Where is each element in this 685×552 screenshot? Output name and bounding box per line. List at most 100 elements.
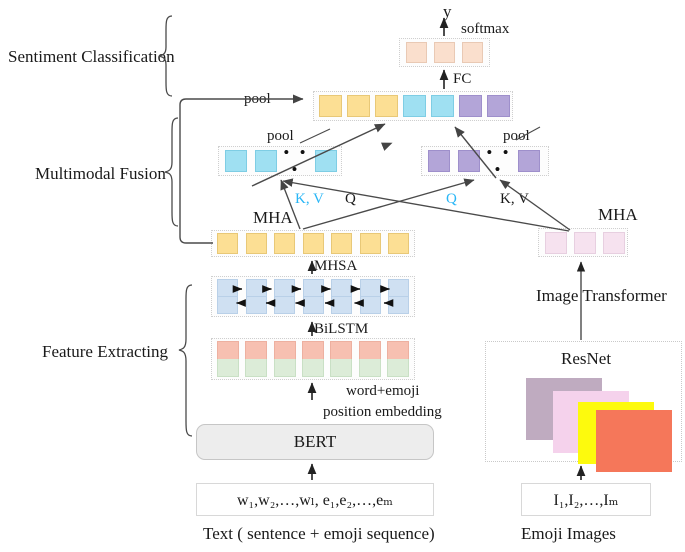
cross-attn-image-ellipsis: • • • xyxy=(486,143,512,179)
qkv-label-kv-image: K, V xyxy=(500,191,529,207)
fusion-concat-row xyxy=(313,91,513,121)
embedding-row xyxy=(211,338,415,380)
fusion-cell-text-pooled xyxy=(347,95,370,117)
bilstm-row xyxy=(211,276,415,317)
bilstm-forward-half xyxy=(332,280,351,296)
bilstm-label: BiLSTM xyxy=(314,321,369,337)
embedding-cell xyxy=(330,341,353,377)
position-embedding-part xyxy=(301,359,324,377)
bilstm-cell xyxy=(245,279,267,314)
word-embedding-part xyxy=(245,341,268,359)
qkv-label-q-text: Q xyxy=(345,191,356,207)
output-variable-y: y xyxy=(443,2,452,21)
bilstm-cell xyxy=(388,279,409,314)
qkv-label-kv-text: K, V xyxy=(295,191,324,207)
cross-attn-text-cell xyxy=(315,150,337,172)
position-embedding-part xyxy=(358,359,381,377)
embedding-label-line2: position embedding xyxy=(323,404,442,420)
pool-label-left: pool xyxy=(267,128,294,144)
embedding-cell xyxy=(273,341,296,377)
logit-cell xyxy=(462,42,483,63)
position-embedding-part xyxy=(245,359,268,377)
pool-label-text: pool xyxy=(244,91,271,107)
mhsa-cell xyxy=(359,233,381,254)
image-transformer-label: Image Transformer xyxy=(536,286,667,305)
mhsa-cell xyxy=(245,233,267,254)
embedding-cell xyxy=(245,341,268,377)
emoji-image-card-4 xyxy=(596,410,672,472)
bilstm-backward-half xyxy=(218,296,237,313)
text-input-box: w₁,w₂,…,wₗ, e₁,e₂,…,eₘ xyxy=(196,483,434,516)
bilstm-forward-half xyxy=(275,280,294,296)
image-mha-output-row xyxy=(538,228,628,257)
mha-label-right: MHA xyxy=(598,205,638,224)
position-embedding-part xyxy=(217,359,239,377)
embedding-cell xyxy=(217,341,239,377)
mhsa-cell xyxy=(274,233,295,254)
stage-label-feature-extracting: Feature Extracting xyxy=(42,342,169,361)
mhsa-cell xyxy=(388,233,409,254)
mhsa-label: MHSA xyxy=(314,258,358,274)
softmax-label: softmax xyxy=(461,21,510,37)
image-input-box: I₁,I₂,…,Iₘ xyxy=(521,483,651,516)
word-embedding-part xyxy=(301,341,324,359)
resnet-backbone: ResNet xyxy=(485,341,682,472)
stage-label-sentiment-classification: Sentiment Classification xyxy=(8,47,175,66)
embedding-cell xyxy=(301,341,324,377)
cross-attn-text-cell xyxy=(225,150,247,172)
mha-label-left: MHA xyxy=(253,208,293,227)
cross-attn-text-ellipsis: • • • xyxy=(283,143,309,179)
cross-attn-image-cell xyxy=(428,150,450,172)
text-input-caption: Text ( sentence + emoji sequence) xyxy=(203,524,435,543)
position-embedding-part xyxy=(330,359,353,377)
position-embedding-part xyxy=(386,359,409,377)
bilstm-backward-half xyxy=(389,296,408,313)
fusion-cell-image-attended-pooled xyxy=(487,95,510,117)
cross-attn-image-cell xyxy=(518,150,540,172)
bilstm-backward-half xyxy=(246,296,266,313)
bilstm-cell xyxy=(274,279,295,314)
embedding-label-line1: word+emoji xyxy=(346,383,420,399)
cross-attn-image-cell xyxy=(458,150,480,172)
text-input-tokens: w₁,w₂,…,wₗ, e₁,e₂,…,eₘ xyxy=(237,491,393,509)
image-mha-cell xyxy=(574,231,596,254)
cross-attn-text-cell xyxy=(255,150,277,172)
image-input-tokens: I₁,I₂,…,Iₘ xyxy=(553,491,619,509)
bert-label: BERT xyxy=(293,432,337,451)
logit-cell xyxy=(434,42,455,63)
fc-label: FC xyxy=(453,71,472,87)
image-mha-cell xyxy=(545,231,567,254)
bilstm-forward-half xyxy=(389,280,408,296)
fusion-cell-text-pooled xyxy=(319,95,342,117)
word-embedding-part xyxy=(217,341,239,359)
bilstm-cell xyxy=(359,279,381,314)
cross-attention-image-output: • • • xyxy=(421,143,549,179)
logit-cell xyxy=(406,42,427,63)
word-embedding-part xyxy=(386,341,409,359)
bilstm-cell xyxy=(217,279,238,314)
fusion-cell-text-attended-pooled xyxy=(403,95,426,117)
bilstm-backward-half xyxy=(303,296,323,313)
embedding-cell xyxy=(358,341,381,377)
image-mha-cell xyxy=(603,231,625,254)
word-embedding-part xyxy=(273,341,296,359)
bilstm-cell xyxy=(331,279,352,314)
bilstm-forward-half xyxy=(247,280,266,296)
qkv-label-q-image: Q xyxy=(446,191,457,207)
bilstm-forward-half xyxy=(304,280,323,296)
bilstm-forward-half xyxy=(218,280,237,296)
bert-encoder[interactable]: BERT xyxy=(196,424,434,460)
bilstm-backward-half xyxy=(275,296,294,313)
stage-label-multimodal-fusion: Multimodal Fusion xyxy=(35,164,166,183)
bilstm-cell xyxy=(302,279,324,314)
pool-label-right: pool xyxy=(503,128,530,144)
bilstm-backward-half xyxy=(360,296,380,313)
logits-strip xyxy=(399,38,490,67)
mhsa-output-row xyxy=(211,230,415,257)
position-embedding-part xyxy=(273,359,296,377)
cross-attention-text-output: • • • xyxy=(218,143,342,179)
word-embedding-part xyxy=(330,341,353,359)
resnet-label: ResNet xyxy=(561,349,612,368)
embedding-cell xyxy=(386,341,409,377)
